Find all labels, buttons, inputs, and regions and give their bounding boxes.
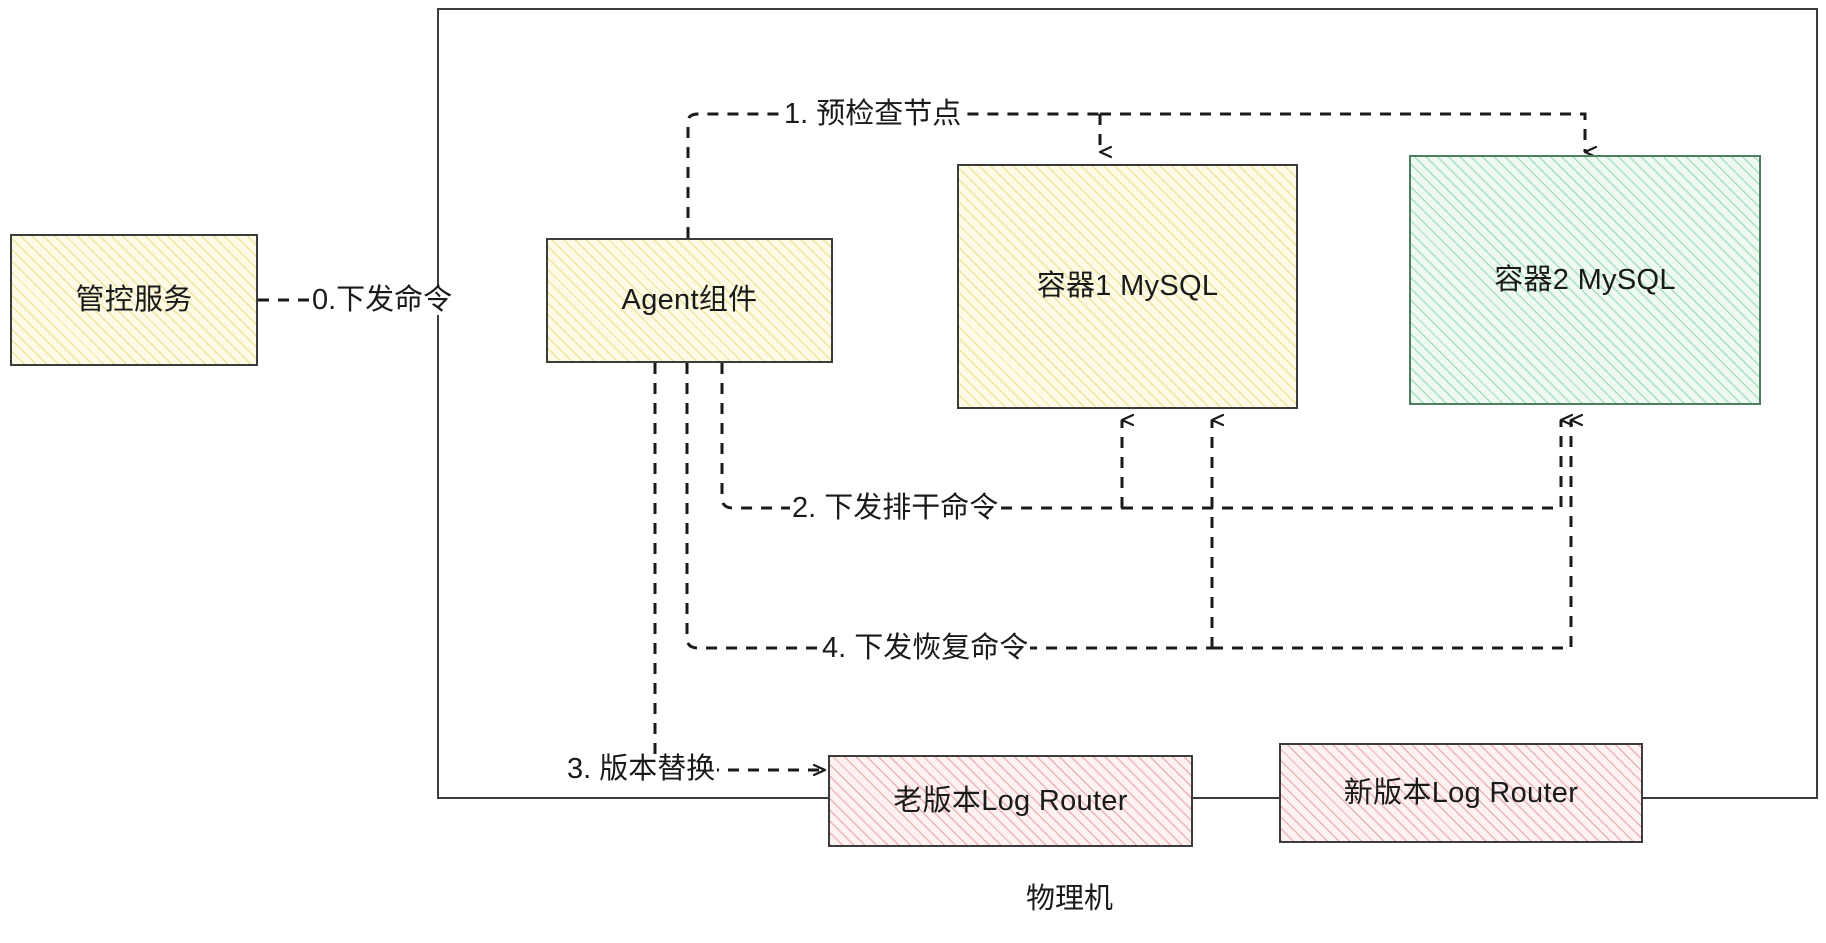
node-label-agent: Agent组件 xyxy=(621,284,758,317)
node-label-container2: 容器2 MySQL xyxy=(1494,263,1676,296)
node-control-service[interactable]: 管控服务 xyxy=(10,234,258,366)
edge-label-3-text: 3. 版本替换 xyxy=(567,753,716,785)
edge-line-3 xyxy=(653,363,825,770)
node-old-log-router[interactable]: 老版本Log Router xyxy=(828,755,1193,847)
edge-label-3: 3. 版本替换 xyxy=(565,753,718,785)
edge-line-4-to-container2 xyxy=(1212,420,1571,650)
node-label-old-log-router: 老版本Log Router xyxy=(893,784,1128,817)
edge-line-1-to-container2 xyxy=(1100,112,1585,152)
edge-line-4-trunk xyxy=(685,363,1212,650)
edge-line-2-to-container2 xyxy=(1122,420,1561,510)
node-label-control-service: 管控服务 xyxy=(75,283,193,316)
node-label-new-log-router: 新版本Log Router xyxy=(1343,776,1579,809)
edge-label-2-text: 2. 下发排干命令 xyxy=(792,492,999,524)
edge-label-0-text: 0.下发命令 xyxy=(312,284,453,316)
node-agent[interactable]: Agent组件 xyxy=(546,238,833,363)
node-container1[interactable]: 容器1 MySQL xyxy=(957,164,1298,409)
edge-line-2-trunk xyxy=(720,363,1122,510)
edge-label-4-text: 4. 下发恢复命令 xyxy=(822,632,1029,664)
node-container2[interactable]: 容器2 MySQL xyxy=(1409,155,1761,405)
physical-machine-label-text: 物理机 xyxy=(1026,883,1114,915)
edge-label-1-text: 1. 预检查节点 xyxy=(784,98,962,130)
node-new-log-router[interactable]: 新版本Log Router xyxy=(1279,743,1643,843)
edge-label-4: 4. 下发恢复命令 xyxy=(820,632,1031,664)
edge-label-0: 0.下发命令 xyxy=(310,284,455,316)
node-label-container1: 容器1 MySQL xyxy=(1036,270,1219,303)
edge-line-1-trunk xyxy=(686,112,1100,238)
physical-machine-label: 物理机 xyxy=(1026,885,1113,914)
edge-label-2: 2. 下发排干命令 xyxy=(790,492,1001,524)
edge-label-1: 1. 预检查节点 xyxy=(782,98,964,130)
